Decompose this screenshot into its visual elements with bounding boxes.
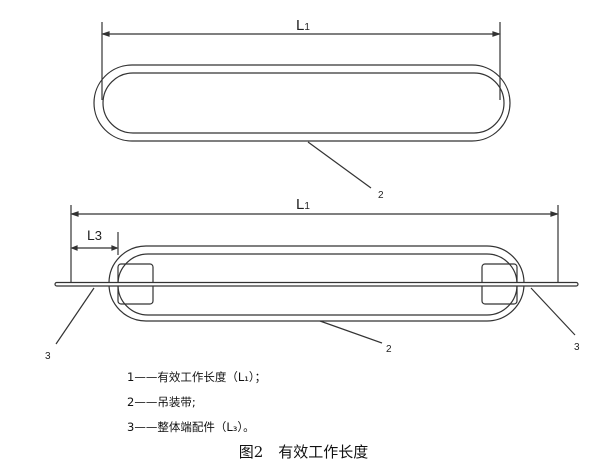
legend-item-3: 3——整体端配件（L₃）。	[127, 420, 255, 434]
arrow-left	[101, 31, 110, 37]
sling-inner-outline	[102, 72, 505, 134]
arrow-right	[550, 211, 559, 217]
callout-2: 2	[386, 344, 392, 355]
dimension-label-l3: L3	[87, 227, 102, 243]
legend-item-1: 1——有效工作长度（L₁）；	[127, 370, 267, 384]
arrow-l3-right	[111, 245, 119, 251]
leader-line-3-right	[530, 287, 576, 336]
arrow-right	[492, 31, 501, 37]
leader-line-3-left	[55, 287, 95, 345]
callout-2: 2	[378, 190, 384, 201]
legend-item-2: 2——吊装带;	[127, 395, 196, 409]
dimension-label-l1: L1	[296, 196, 310, 213]
arrow-left	[70, 211, 79, 217]
leader-line-2	[307, 141, 372, 189]
dimension-label-l1: L1	[296, 17, 310, 34]
top-sling-figure	[93, 22, 511, 189]
fitting-rod	[54, 281, 579, 287]
leader-line-2	[319, 320, 383, 344]
sling-outer-outline	[93, 64, 511, 142]
bottom-sling-figure	[54, 205, 579, 345]
callout-3-left: 3	[45, 351, 51, 362]
callout-3-right: 3	[574, 342, 580, 353]
figure-caption: 图2 有效工作长度	[238, 443, 369, 461]
arrow-l3-left	[70, 245, 78, 251]
